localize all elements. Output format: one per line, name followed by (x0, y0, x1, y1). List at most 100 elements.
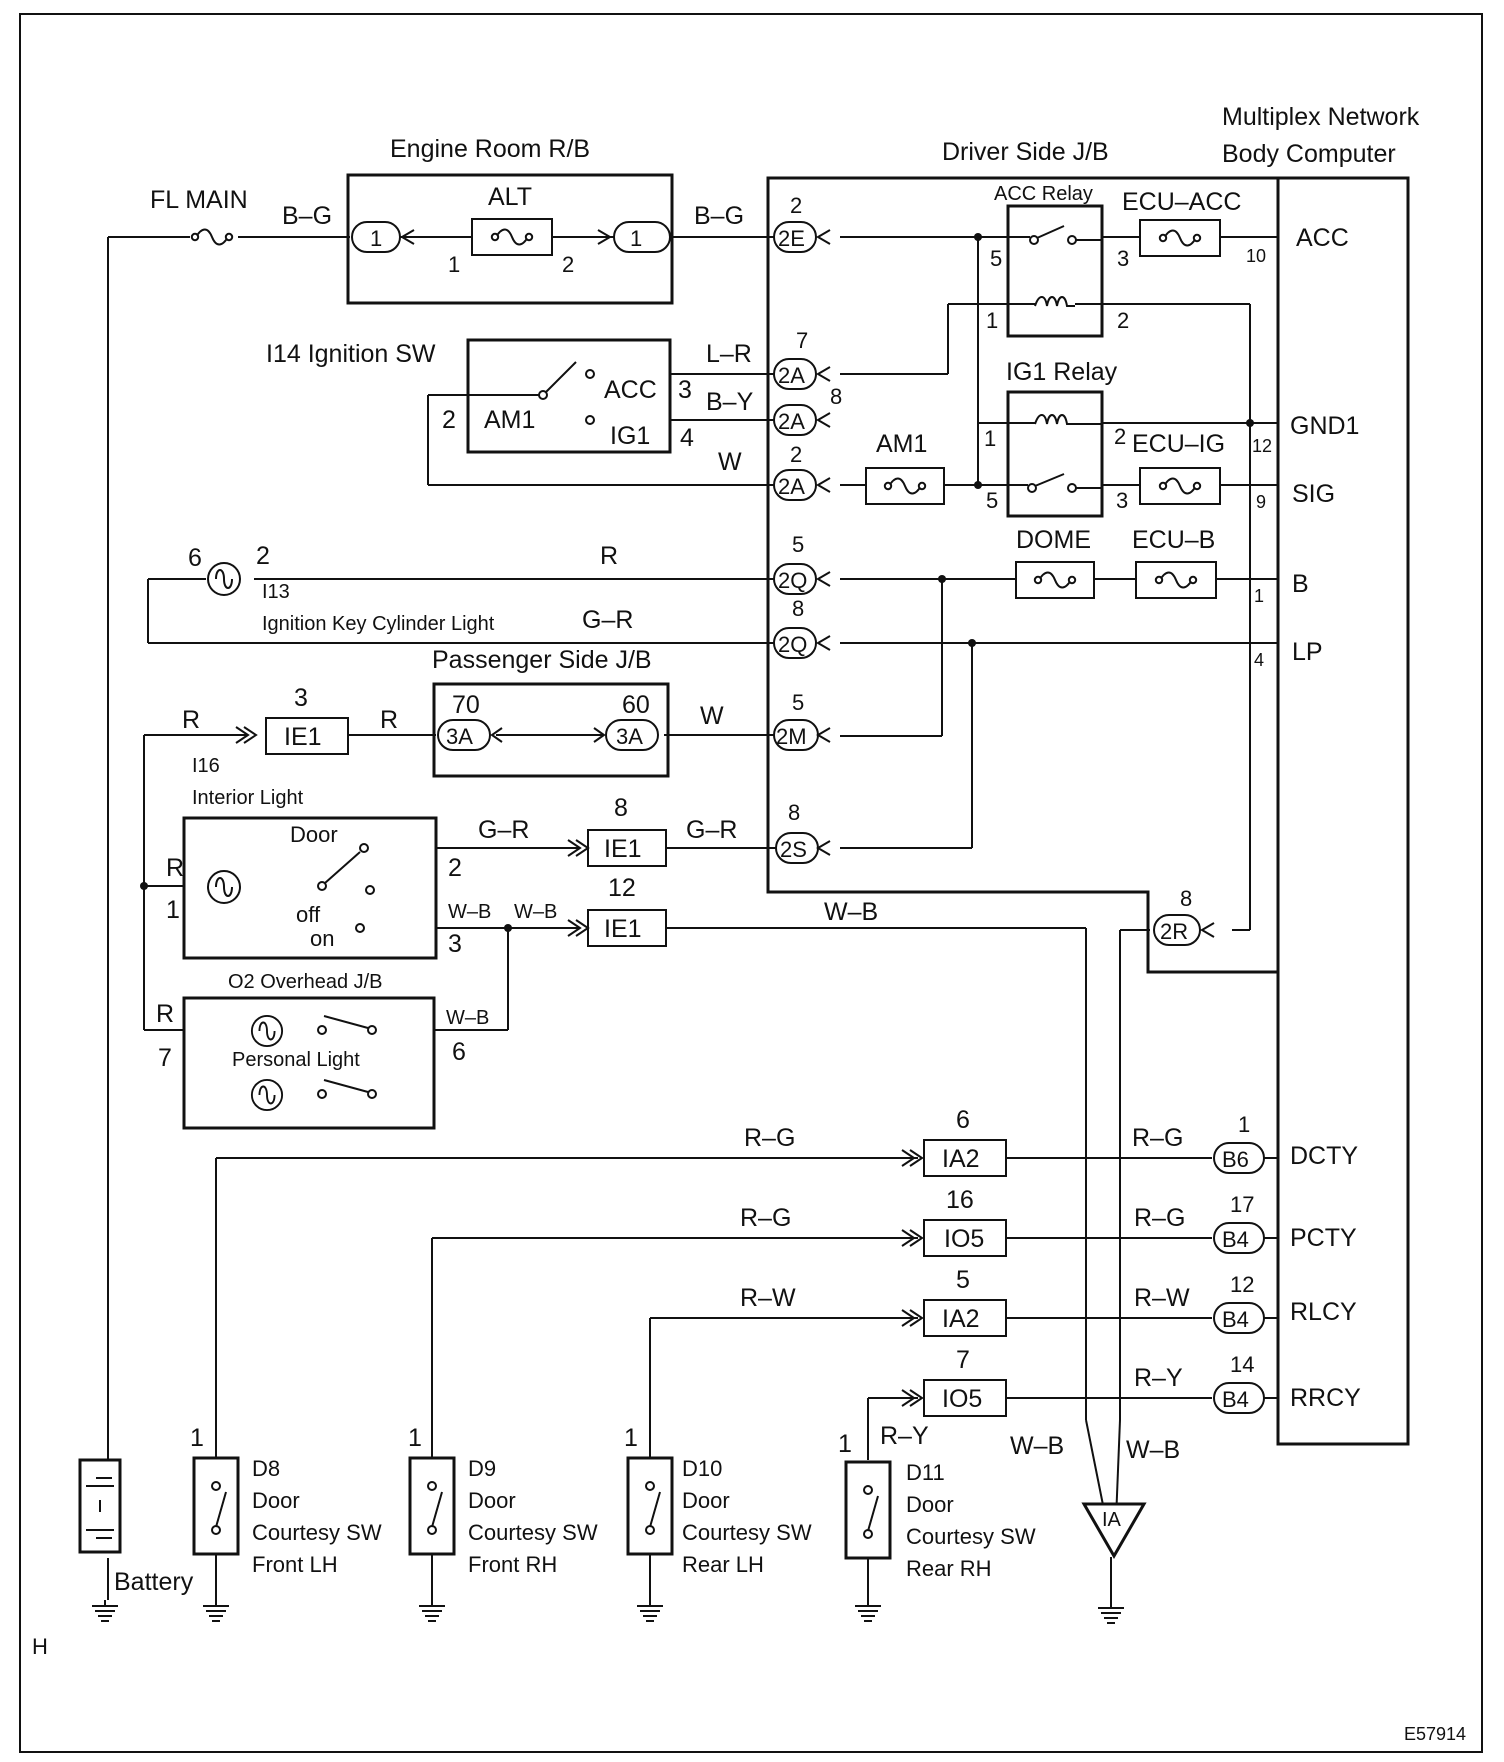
i13-pin-6: 6 (188, 544, 202, 572)
terminal-gnd1: GND1 (1290, 412, 1359, 440)
o2-overhead-label: O2 Overhead J/B (228, 971, 383, 993)
d9-line-3: Front RH (468, 1552, 557, 1577)
connector-3a-2 (605, 719, 659, 751)
d11-ground-icon (854, 1599, 882, 1622)
interior-pin-3: 3 (448, 930, 462, 958)
connector-2r-label: 2R (1160, 919, 1188, 944)
d9-line-1: Door (468, 1488, 516, 1513)
body-computer-label-2: Body Computer (1222, 140, 1396, 168)
ground-ia-label: IA (1102, 1509, 1122, 1531)
connector-2q-1-label: 2Q (778, 568, 807, 593)
pin-2q-8: 8 (792, 596, 804, 621)
personal-pin-7: 7 (158, 1044, 172, 1072)
wire-label-wb-mid: W–B (824, 898, 878, 926)
wire-label-ry-d11: R–Y (880, 1422, 929, 1450)
ia2-pin-5: 5 (956, 1266, 970, 1294)
d11-line-2: Courtesy SW (906, 1524, 1036, 1549)
connector-2a-3 (773, 469, 817, 501)
pin-2a-7: 7 (796, 328, 808, 353)
terminal-rlcy: RLCY (1290, 1298, 1357, 1326)
ecu-ig-label: ECU–IG (1132, 430, 1225, 458)
battery-ground-icon (91, 1599, 119, 1622)
io5-pin-7: 7 (956, 1346, 970, 1374)
i13-pin-2: 2 (256, 542, 270, 570)
pin-3a-60: 60 (622, 691, 650, 719)
d8-id: D8 (252, 1456, 280, 1481)
driver-side-jb-label: Driver Side J/B (942, 138, 1109, 166)
connector-2m-label: 2M (776, 724, 807, 749)
ig1-relay-pin-3: 3 (1116, 488, 1128, 513)
connector-2a-2 (773, 404, 817, 436)
personal-pin-6: 6 (452, 1038, 466, 1066)
ignition-sw-contact-acc (585, 369, 595, 379)
alt-pin-1: 1 (448, 252, 460, 277)
ig1-relay-contact-a (1027, 483, 1037, 493)
connector-ia2-1 (923, 1139, 1007, 1177)
wire-label-rg-d8-b: R–G (1132, 1124, 1183, 1152)
ignition-sw-pin-2: 2 (442, 406, 456, 434)
d8-line-3: Front LH (252, 1552, 338, 1577)
pin-2r-8: 8 (1180, 886, 1192, 911)
ground-ia-icon (1097, 1601, 1125, 1624)
interior-off-label: off (296, 902, 321, 927)
wire-label-wb-pers: W–B (446, 1007, 489, 1029)
connector-3a-2-label: 3A (616, 724, 643, 749)
connector-ia2-2 (923, 1299, 1007, 1337)
d11-switch-box (844, 1460, 892, 1560)
connector-2a-3-label: 2A (778, 474, 805, 499)
alt-fuse-box (471, 218, 553, 256)
wire-label-lr: L–R (706, 340, 752, 368)
pin-2e: 2 (790, 193, 802, 218)
wire-label-rw-d10: R–W (740, 1284, 796, 1312)
ignition-sw-ig1: IG1 (610, 422, 650, 450)
interior-pin-1: 1 (166, 896, 180, 924)
d11-line-3: Rear RH (906, 1556, 992, 1581)
acc-relay-box (1006, 204, 1104, 338)
wire-label-w-ign: W (718, 448, 742, 476)
comp-pin-10: 10 (1246, 246, 1266, 266)
ecu-acc-label: ECU–ACC (1122, 188, 1241, 216)
passenger-side-jb-box (432, 682, 670, 778)
b4-pin-14: 14 (1230, 1352, 1254, 1377)
wire-label-gr-door-2: G–R (686, 816, 737, 844)
personal-contact-2a (317, 1089, 327, 1099)
connector-arrows (235, 229, 1215, 938)
d8-line-2: Courtesy SW (252, 1520, 382, 1545)
connector-2r (1153, 914, 1201, 946)
terminal-sig: SIG (1292, 480, 1335, 508)
dome-label: DOME (1016, 526, 1091, 554)
body-computer-label-1: Multiplex Network (1222, 103, 1420, 131)
wire-label-ry-d11-b: R–Y (1134, 1364, 1183, 1392)
interior-pin-2: 2 (448, 854, 462, 882)
ecu-b-label: ECU–B (1132, 526, 1215, 554)
connector-b4-1 (1213, 1222, 1265, 1254)
personal-contact-2b (367, 1089, 377, 1099)
connector-ia2-1-label: IA2 (942, 1145, 980, 1173)
d10-line-3: Rear LH (682, 1552, 764, 1577)
wire-label-w-3a: W (700, 702, 724, 730)
interior-contact-common (317, 881, 327, 891)
interior-contact-on (355, 923, 365, 933)
wire-label-r-i13: R (600, 542, 618, 570)
ig1-relay-label: IG1 Relay (1006, 358, 1118, 386)
acc-relay-pin-1: 1 (986, 308, 998, 333)
passenger-side-jb-label: Passenger Side J/B (432, 646, 652, 674)
alt-pin-2: 2 (562, 252, 574, 277)
connector-eng-1a (351, 221, 401, 253)
interior-light-label: Interior Light (192, 787, 304, 809)
ignition-sw-contact-common (538, 390, 548, 400)
comp-pin-12: 12 (1252, 436, 1272, 456)
ig1-relay-box (1006, 390, 1104, 518)
terminal-b: B (1292, 570, 1309, 598)
wire-label-gr-i13: G–R (582, 606, 633, 634)
terminal-rrcy: RRCY (1290, 1384, 1361, 1412)
interior-on-label: on (310, 926, 334, 951)
d9-pin-1: 1 (408, 1424, 422, 1452)
interior-contact-off (365, 885, 375, 895)
connector-b6-label: B6 (1222, 1147, 1249, 1172)
door-switch-d10: 1 D10 Door Courtesy SW Rear LH (624, 1424, 812, 1622)
d10-line-1: Door (682, 1488, 730, 1513)
o2-overhead-box (182, 996, 436, 1130)
acc-relay-label: ACC Relay (994, 183, 1093, 205)
d10-ground-icon (636, 1599, 664, 1622)
